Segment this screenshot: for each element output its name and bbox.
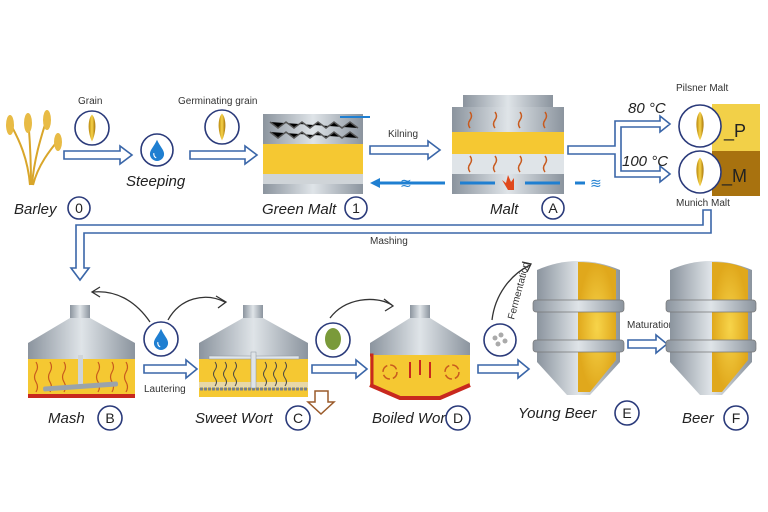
stage-f-badge bbox=[723, 405, 749, 431]
stage-b-badge bbox=[97, 405, 123, 431]
green-malt-label: Green Malt bbox=[262, 201, 337, 218]
stage-a-id: A bbox=[548, 200, 558, 216]
yeast-circle bbox=[483, 323, 517, 357]
arrow-mashing bbox=[69, 209, 712, 282]
lauter-tun bbox=[199, 305, 308, 397]
young-beer-label: Young Beer bbox=[518, 405, 597, 422]
munich-tag: _M bbox=[721, 166, 747, 187]
spent-grain-arrow bbox=[306, 390, 336, 416]
pilsner-temp: 80 °C bbox=[628, 100, 666, 117]
wind-icon-right: ≋ bbox=[590, 175, 602, 191]
munich-temp: 100 °C bbox=[622, 153, 668, 170]
stage-e-badge bbox=[614, 400, 640, 426]
kilning-label: Kilning bbox=[388, 129, 418, 140]
barley-label: Barley bbox=[14, 201, 58, 218]
arrow-barley-to-steeping bbox=[63, 144, 134, 166]
curved-arrow-to-sweet-wort bbox=[167, 296, 226, 321]
curved-arrow-to-boil bbox=[329, 298, 393, 319]
lautering-label: Lautering bbox=[144, 384, 186, 395]
hop-cone-icon bbox=[325, 328, 341, 350]
stage-1-id: 1 bbox=[352, 200, 360, 216]
yeast-icon bbox=[492, 332, 508, 347]
mash-label: Mash bbox=[48, 410, 85, 427]
curved-arrow-fermentation bbox=[491, 264, 531, 321]
stage-d-id: D bbox=[453, 410, 463, 426]
sweet-wort-label: Sweet Wort bbox=[195, 410, 273, 427]
arrow-to-boil bbox=[311, 358, 369, 380]
stage-a-badge bbox=[541, 196, 565, 220]
fire-icon bbox=[502, 175, 514, 190]
pilsner-malt-label: Pilsner Malt bbox=[676, 83, 728, 94]
arrow-maturation bbox=[627, 333, 669, 355]
arrow-kilning bbox=[369, 139, 442, 161]
curved-arrow-to-mash bbox=[92, 291, 151, 323]
grain-label: Grain bbox=[78, 96, 102, 107]
maturation-tank bbox=[665, 261, 757, 395]
arrow-steeping-to-germination bbox=[189, 144, 259, 166]
boiled-wort-label: Boiled Wort bbox=[372, 410, 450, 427]
stage-f-id: F bbox=[732, 410, 741, 426]
arrow-branch-to-malts bbox=[567, 114, 672, 184]
pilsner-tag: _P bbox=[723, 121, 746, 142]
germination-box bbox=[263, 114, 370, 194]
stage-b-id: B bbox=[105, 410, 114, 426]
malt-label: Malt bbox=[490, 201, 519, 218]
wort-kettle bbox=[369, 305, 471, 400]
wind-icon: ≋ bbox=[400, 175, 412, 191]
stage-1-badge bbox=[344, 196, 368, 220]
germinating-label: Germinating grain bbox=[178, 96, 257, 107]
barley-illustration bbox=[6, 110, 62, 186]
fermentation-tank bbox=[532, 261, 625, 395]
stage-e-id: E bbox=[622, 405, 631, 421]
mashing-label: Mashing bbox=[370, 236, 408, 247]
arrow-lautering bbox=[143, 358, 199, 380]
beer-label: Beer bbox=[682, 410, 715, 427]
mash-tun bbox=[28, 305, 135, 398]
fermentation-label: Fermentation bbox=[506, 261, 532, 321]
stage-0-badge bbox=[67, 196, 91, 220]
stage-c-badge bbox=[285, 405, 311, 431]
steeping-label: Steeping bbox=[126, 173, 186, 190]
stage-d-badge bbox=[445, 405, 471, 431]
munich-malt-label: Munich Malt bbox=[676, 198, 730, 209]
stage-c-id: C bbox=[293, 410, 303, 426]
stage-0-id: 0 bbox=[75, 200, 83, 216]
maturation-label: Maturation bbox=[627, 320, 674, 331]
kiln-illustration bbox=[452, 95, 564, 194]
arrow-to-fermenter bbox=[477, 358, 531, 380]
